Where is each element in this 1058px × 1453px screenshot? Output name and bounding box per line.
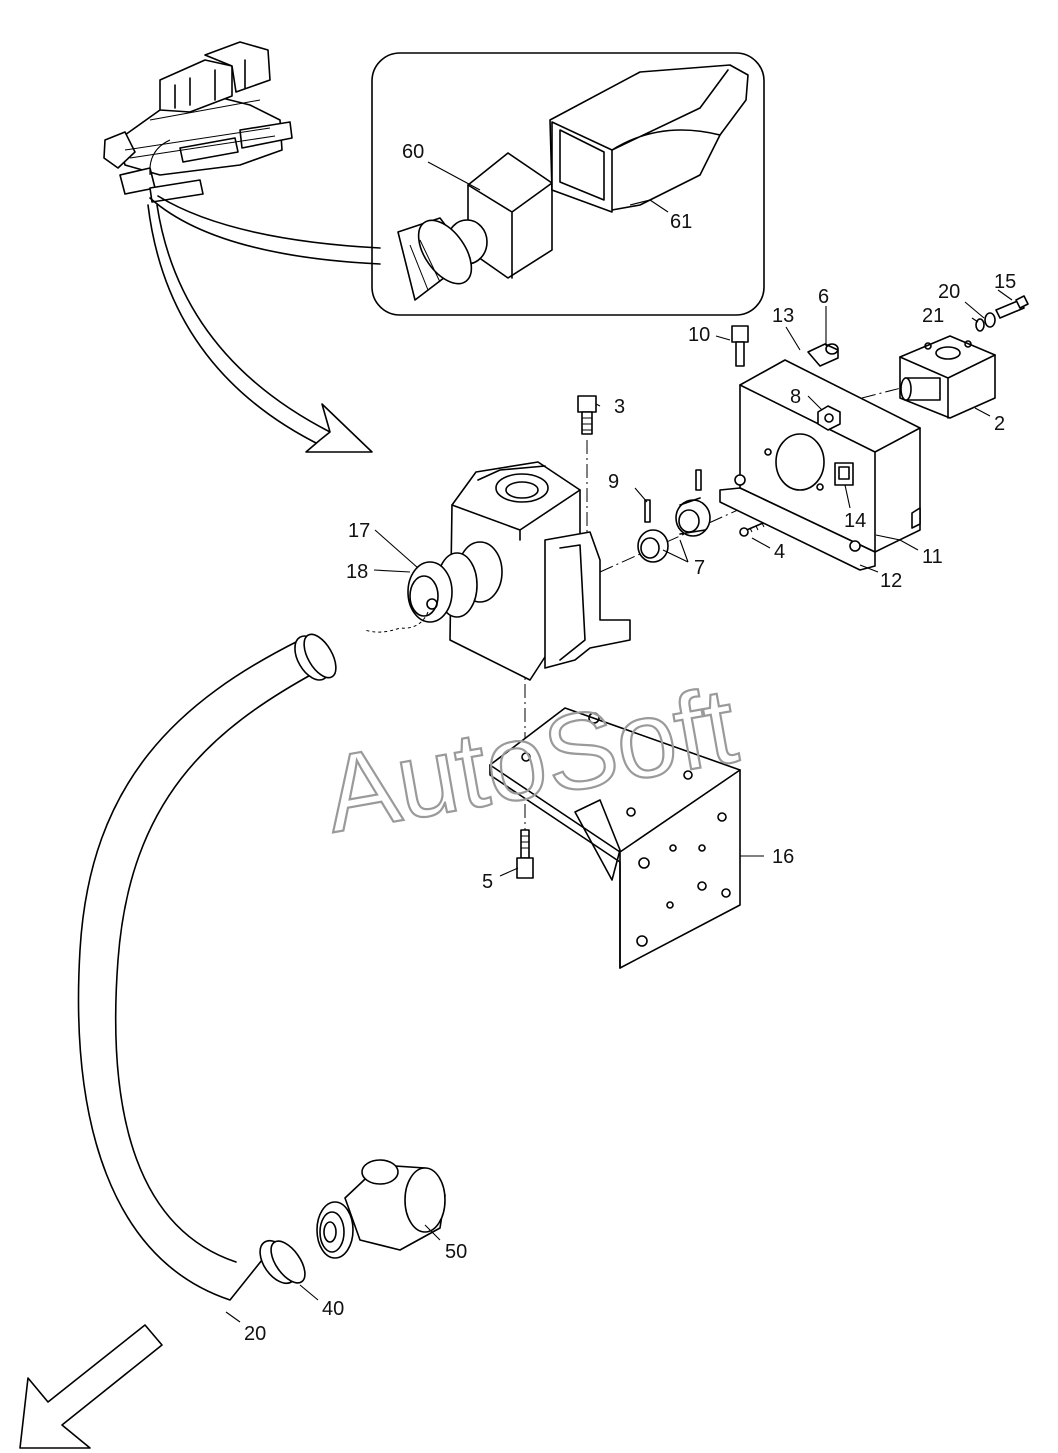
hose-coupling-top [294, 633, 337, 681]
part-14-plug [834, 462, 854, 486]
callout-4: 4 [774, 541, 785, 563]
part-50-coupling [316, 1159, 446, 1259]
callout-60: 60 [402, 141, 424, 163]
inset-detail-box [371, 52, 765, 316]
callout-7: 7 [694, 557, 705, 579]
part-16-bracket [489, 707, 741, 969]
part-10-bolt [731, 325, 749, 367]
part-17-18-plug [364, 552, 478, 633]
housing-11-12-13 [719, 359, 921, 571]
callout-10: 10 [688, 324, 710, 346]
part-9-pin [644, 469, 702, 523]
callout-8: 8 [790, 386, 801, 408]
part-61-boot [549, 64, 749, 213]
part-15-20-21-bolt-washers [975, 295, 1029, 332]
part-5-bolt [516, 829, 534, 879]
callout-labels: 60 61 3 9 7 4 17 18 10 13 6 8 14 11 12 2… [244, 141, 1016, 1345]
callout-6: 6 [818, 286, 829, 308]
axis-vertical [524, 440, 588, 835]
part-40-coupling [259, 1239, 306, 1285]
callout-arrow-to-assembly [147, 204, 373, 453]
callout-21: 21 [922, 305, 944, 327]
callout-5: 5 [482, 871, 493, 893]
part-20-hose [77, 639, 317, 1301]
callout-3: 3 [614, 396, 625, 418]
callout-17: 17 [348, 520, 370, 542]
callout-18: 18 [346, 561, 368, 583]
callout-13: 13 [772, 305, 794, 327]
callout-14: 14 [844, 510, 866, 532]
part-60-connector [397, 152, 553, 301]
callout-11: 11 [922, 546, 943, 568]
callout-50: 50 [445, 1241, 467, 1263]
callout-arrow-to-inset [149, 195, 381, 265]
callout-12: 12 [880, 570, 902, 592]
callout-9: 9 [608, 471, 619, 493]
part-7-bushings [637, 497, 711, 563]
part-8-nut [817, 405, 841, 431]
machine-thumbnail [103, 41, 293, 203]
leader-lines [225, 161, 1013, 1323]
callout-20-hose: 20 [244, 1323, 266, 1345]
part-6-fitting [807, 343, 839, 367]
part-3-bolt [577, 395, 597, 435]
part-2-motor [899, 335, 996, 419]
callout-15: 15 [994, 271, 1016, 293]
callout-40: 40 [322, 1298, 344, 1320]
callout-2: 2 [994, 413, 1005, 435]
callout-61: 61 [670, 211, 692, 233]
direction-arrow [19, 1324, 163, 1449]
valve-block [449, 461, 631, 681]
callout-20-small: 20 [938, 281, 960, 303]
callout-16: 16 [772, 846, 794, 868]
